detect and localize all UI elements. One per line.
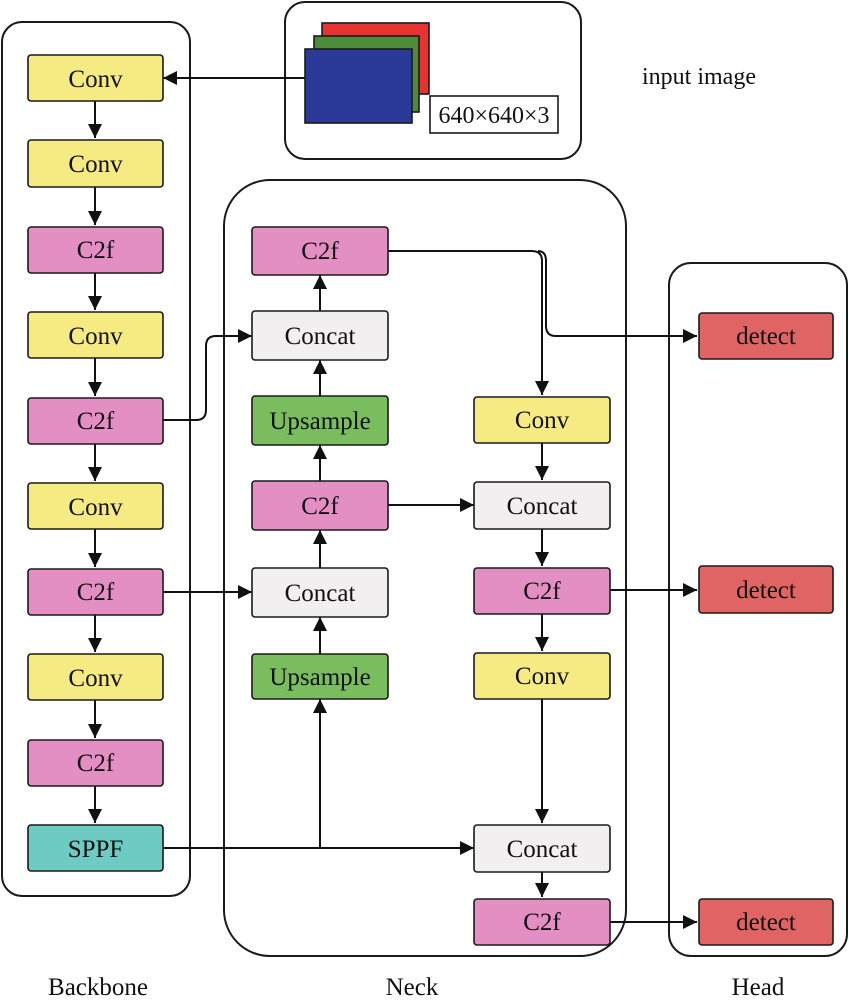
head-detect-2-block: detect (698, 565, 834, 614)
svg-text:C2f: C2f (77, 750, 115, 777)
backbone-conv-2-block: Conv (27, 139, 164, 188)
head-detect-1-block: detect (698, 312, 834, 360)
head-label: Head (732, 974, 785, 1000)
neck-c2f-right-1-block: C2f (473, 567, 611, 615)
svg-text:SPPF: SPPF (68, 836, 124, 863)
backbone-c2f-2-block: C2f (27, 397, 164, 445)
backbone-c2f-4-block: C2f (27, 739, 164, 787)
svg-text:Conv: Conv (68, 151, 123, 178)
neck-c2f-right-2-block: C2f (473, 898, 611, 946)
svg-text:Concat: Concat (507, 493, 578, 520)
neck-concat-4-block: Concat (473, 824, 611, 873)
neck-concat-1-block: Concat (251, 310, 389, 361)
svg-text:C2f: C2f (523, 578, 561, 605)
svg-text:Conv: Conv (515, 663, 570, 690)
svg-text:C2f: C2f (77, 237, 115, 264)
svg-text:detect: detect (736, 323, 796, 350)
neck-label: Neck (386, 974, 439, 1000)
svg-text:Upsample: Upsample (269, 664, 370, 691)
head-group (668, 262, 848, 957)
input-group (284, 1, 582, 160)
backbone-sppf-block: SPPF (27, 824, 164, 872)
svg-text:C2f: C2f (301, 493, 339, 520)
svg-text:Upsample: Upsample (269, 408, 370, 435)
svg-text:Concat: Concat (285, 323, 356, 350)
svg-text:C2f: C2f (523, 909, 561, 936)
input-dims-box (429, 95, 559, 134)
svg-text:detect: detect (736, 577, 796, 604)
backbone-label: Backbone (48, 974, 148, 1000)
svg-text:C2f: C2f (77, 408, 115, 435)
neck-concat-2-block: Concat (251, 567, 389, 618)
neck-upsample-1-block: Upsample (251, 395, 389, 446)
backbone-conv-3-block: Conv (27, 311, 164, 359)
svg-text:Conv: Conv (68, 323, 123, 350)
connectors (88, 71, 697, 929)
svg-text:C2f: C2f (301, 238, 339, 265)
backbone-c2f-3-block: C2f (27, 568, 164, 616)
edge-c2f-top-to-detect1 (537, 250, 697, 343)
svg-text:C2f: C2f (77, 579, 115, 606)
svg-text:Conv: Conv (68, 494, 123, 521)
backbone-conv-5-block: Conv (27, 653, 164, 701)
neck-c2f-mid-block: C2f (251, 480, 389, 531)
input-image-label: input image (642, 64, 756, 90)
input-channel-blue (304, 48, 413, 124)
head-detect-3-block: detect (698, 898, 834, 946)
neck-conv-2-block: Conv (473, 652, 611, 700)
svg-text:Concat: Concat (507, 836, 578, 863)
blocks: Conv Conv C2f Conv C2f Conv C2f Conv (27, 54, 834, 946)
backbone-group (1, 21, 191, 897)
neck-group (223, 179, 627, 957)
edge-c2f2-to-concat1 (163, 329, 252, 421)
svg-text:Conv: Conv (68, 66, 123, 93)
svg-text:Conv: Conv (68, 665, 123, 692)
neck-conv-1-block: Conv (473, 396, 611, 444)
neck-upsample-2-block: Upsample (251, 653, 389, 700)
svg-text:Concat: Concat (285, 580, 356, 607)
backbone-conv-1-block: Conv (27, 54, 164, 102)
svg-text:Conv: Conv (515, 407, 570, 434)
input-image-icon (304, 22, 430, 124)
edge-c2f-top-to-conv1 (388, 250, 549, 395)
neck-concat-3-block: Concat (473, 481, 611, 530)
neck-c2f-top-block: C2f (251, 226, 389, 276)
input-dims-label: 640×640×3 (438, 103, 549, 129)
backbone-conv-4-block: Conv (27, 482, 164, 530)
backbone-c2f-1-block: C2f (27, 226, 164, 274)
svg-text:detect: detect (736, 909, 796, 936)
